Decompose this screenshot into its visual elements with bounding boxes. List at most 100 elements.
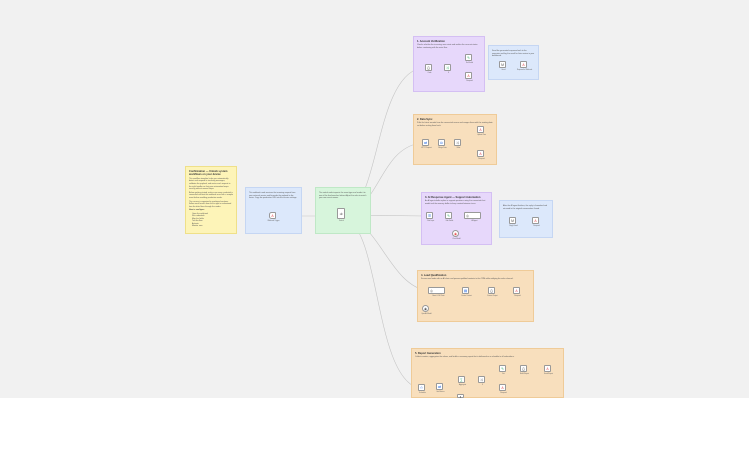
- s1-if-node[interactable]: ⤨ If: [444, 64, 451, 74]
- workflow-canvas[interactable]: Confirmation — Unlock system workflows o…: [0, 0, 749, 398]
- node-label: Respond: [466, 81, 473, 82]
- mail-icon: M: [501, 63, 504, 67]
- sum-icon: ∑: [460, 378, 463, 382]
- s5-get-metrics-node[interactable]: ⇄ Get Metrics: [436, 383, 445, 393]
- s5-build-report-node[interactable]: {} Build Report: [520, 365, 529, 375]
- s4-create-contact-node[interactable]: ▤ Create Contact: [461, 287, 472, 297]
- sticky-s1-note-text: Send the generated response back to the …: [492, 50, 535, 58]
- empty-footer-area: [0, 398, 749, 450]
- list-item: Set credentials: [192, 215, 233, 218]
- node-label: Set Fields: [465, 63, 474, 64]
- s5-schedule-node[interactable]: ⏱ Schedule: [418, 384, 426, 394]
- s1-respond-webhook-node[interactable]: A Respond to Webhook: [517, 61, 532, 71]
- node-label: Respond: [478, 159, 485, 160]
- connection-layer: [276, 57, 544, 389]
- node-label: Merge Data: [438, 148, 447, 149]
- list-item: Activate: [192, 223, 233, 226]
- webhook-trigger-node[interactable]: A Webhook Trigger: [267, 212, 280, 222]
- respond-icon: A: [546, 367, 549, 371]
- pause-icon: ⏸: [459, 395, 462, 398]
- s2-respond-node[interactable]: A Respond: [477, 150, 485, 160]
- sticky-main-list-title: How to configure: [189, 209, 205, 212]
- sticky-s3-note[interactable]: After the AI agent finishes, the reply i…: [499, 200, 553, 238]
- list-item: Map the fields: [192, 218, 233, 221]
- model-icon: ◉: [454, 232, 457, 236]
- s3-respond-node[interactable]: A Respond: [532, 217, 540, 227]
- section-title: 1. Account Verification: [417, 40, 445, 43]
- s2-update-row-node[interactable]: A Update Row: [477, 126, 486, 136]
- list-item: Open the webhook: [192, 213, 233, 216]
- s3-reply-email-node[interactable]: M Reply Email: [509, 217, 518, 227]
- s3-chat-input-node[interactable]: ☰ Chat Input: [426, 212, 434, 222]
- sticky-router-text: The switch node inspects the event type …: [319, 192, 367, 200]
- s5-aggregate-node[interactable]: ∑ Aggregate: [458, 376, 466, 386]
- node-label: Webhook Trigger: [267, 221, 280, 222]
- s2-merge-node[interactable]: ⧉ Merge Data: [438, 139, 447, 149]
- s1-respond-node[interactable]: A Respond: [465, 72, 473, 82]
- switch-icon: ⇉: [339, 212, 343, 216]
- node-label: If: [482, 385, 483, 386]
- merge-icon: ⧉: [440, 141, 443, 145]
- node-label: If: [448, 73, 449, 74]
- node-label: Respond: [533, 226, 540, 227]
- node-label: Update Row: [477, 135, 486, 136]
- sticky-main-overview[interactable]: Confirmation — Unlock system workflows o…: [185, 166, 237, 234]
- sticky-s3-note-text: After the AI agent finishes, the reply i…: [503, 205, 547, 210]
- s5-send-report-node[interactable]: A Send Report: [544, 365, 553, 375]
- node-label: Switch: [339, 221, 344, 222]
- section-4-lead-qualification[interactable]: 4. Lead Qualification Scores new leads w…: [417, 270, 534, 322]
- section-text: Scores new leads with an AI chain and pa…: [421, 278, 514, 281]
- s5-if-node[interactable]: ⤨ If: [478, 376, 485, 386]
- s4-respond-node[interactable]: A Respond: [513, 287, 521, 297]
- node-label: Reply Email: [509, 226, 518, 227]
- section-5-report-generation[interactable]: 5. Report Generation Collects metrics, a…: [411, 348, 564, 398]
- section-text: Pulls the latest records from the connec…: [417, 122, 493, 127]
- s1-set-node[interactable]: ✎ Set Fields: [465, 54, 473, 64]
- node-label: Respond to Webhook: [516, 70, 533, 71]
- node-label: Build Report: [520, 374, 529, 375]
- s2-http-node[interactable]: ⇄ HTTP Request: [421, 139, 432, 149]
- code-icon: {}: [490, 289, 493, 293]
- webhook-icon: A: [271, 214, 274, 218]
- node-label: Set: [502, 374, 505, 375]
- s1-code-node[interactable]: {} Code: [425, 64, 432, 74]
- switch-node[interactable]: ⇉ Switch: [337, 208, 345, 222]
- node-label: Edit Fields: [445, 221, 454, 222]
- crm-icon: ▤: [463, 289, 468, 293]
- node-label: Chat Input: [426, 221, 435, 222]
- node-label: Get Metrics: [436, 392, 445, 393]
- sticky-trigger-note[interactable]: This webhook node receives the incoming …: [245, 187, 302, 234]
- respond-icon: A: [467, 74, 470, 78]
- model-icon: ◉: [424, 307, 427, 311]
- s5-wait-node[interactable]: ⏸: [457, 394, 464, 398]
- http-icon: ⇄: [438, 385, 441, 389]
- s2-filter-node[interactable]: ⤨ Filter: [454, 139, 461, 149]
- node-label: Chat Model: [452, 239, 461, 240]
- section-text: An AI agent drafts replies to support qu…: [425, 200, 486, 205]
- if-icon: ⤨: [446, 66, 449, 70]
- s3-chat-model-node[interactable]: ◉ Chat Model: [452, 230, 461, 240]
- section-title: 3. AI Response Agent — Support Automatio…: [425, 196, 481, 199]
- wire-switch-section5[interactable]: [346, 218, 419, 389]
- section-title: 2. Data Sync: [417, 118, 433, 121]
- sticky-s1-note[interactable]: Send the generated response back to the …: [488, 45, 539, 80]
- s5-set-node[interactable]: ✎ Set: [499, 365, 506, 375]
- pencil-icon: ✎: [467, 56, 470, 60]
- node-label: Filter: [456, 148, 461, 149]
- s4-openai-model-node[interactable]: ◉ OpenAI Model: [421, 305, 432, 315]
- s1-gmail-node[interactable]: M Gmail: [499, 61, 506, 71]
- s4-llm-chain-node[interactable]: ◎ Basic LLM Chain: [428, 287, 445, 297]
- s3-ai-agent-node[interactable]: ◎ AI Agent: [464, 212, 481, 222]
- s4-format-output-node[interactable]: {} Format Output: [487, 287, 498, 297]
- node-label: Respond: [500, 393, 507, 394]
- section-title: 4. Lead Qualification: [421, 274, 447, 277]
- chat-icon: ☰: [427, 214, 432, 218]
- s5-respond-node[interactable]: A Respond: [499, 384, 507, 394]
- list-item: Test the flow: [192, 220, 233, 223]
- s3-edit-fields-node[interactable]: ✎ Edit Fields: [445, 212, 453, 222]
- respond-icon: A: [522, 63, 525, 67]
- robot-icon: ◎: [466, 214, 469, 218]
- node-label: Basic LLM Chain: [432, 296, 445, 297]
- node-label: HTTP Request: [421, 148, 432, 149]
- node-label: Format Output: [487, 296, 498, 297]
